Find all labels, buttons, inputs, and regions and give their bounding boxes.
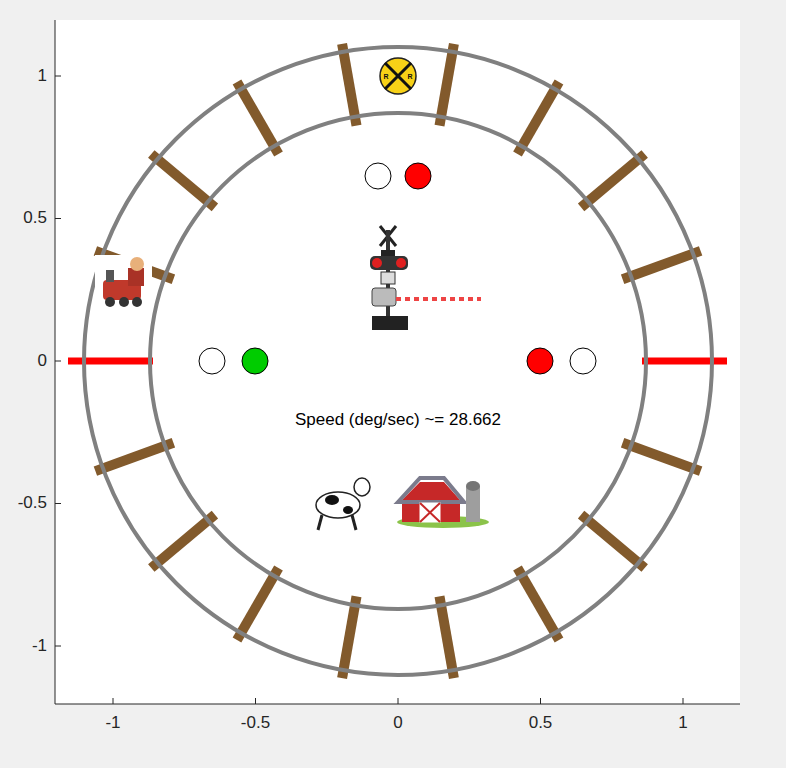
railroad-crossing-sign: [380, 58, 416, 94]
x-tick-label: 1: [678, 714, 687, 733]
axes-area: [55, 20, 740, 704]
speed-readout: Speed (deg/sec) ~= 28.662: [295, 411, 501, 430]
x-tick-label: -1: [105, 714, 120, 733]
x-tick-label: -0.5: [241, 714, 270, 733]
y-tick-label: -1: [32, 637, 47, 656]
rails: [84, 47, 712, 675]
barn-icon: [397, 478, 489, 528]
axis-lines: [55, 20, 740, 704]
crossing-gate: [370, 226, 481, 330]
y-tick-label: 0: [38, 352, 47, 371]
cow-icon: [316, 478, 370, 530]
x-tick-label: 0.5: [529, 714, 553, 733]
y-tick-label: 1: [38, 67, 47, 86]
y-tick-label: 0.5: [23, 209, 47, 228]
x-tick-label: 0: [393, 714, 402, 733]
sign-letter: R: [383, 73, 388, 80]
signal-lights: [199, 163, 596, 374]
y-tick-label: -0.5: [18, 494, 47, 513]
sign-letter: R: [407, 73, 412, 80]
railroad-ties: [95, 44, 700, 678]
crossing-markers: [68, 358, 727, 365]
train-icon: [95, 255, 152, 310]
